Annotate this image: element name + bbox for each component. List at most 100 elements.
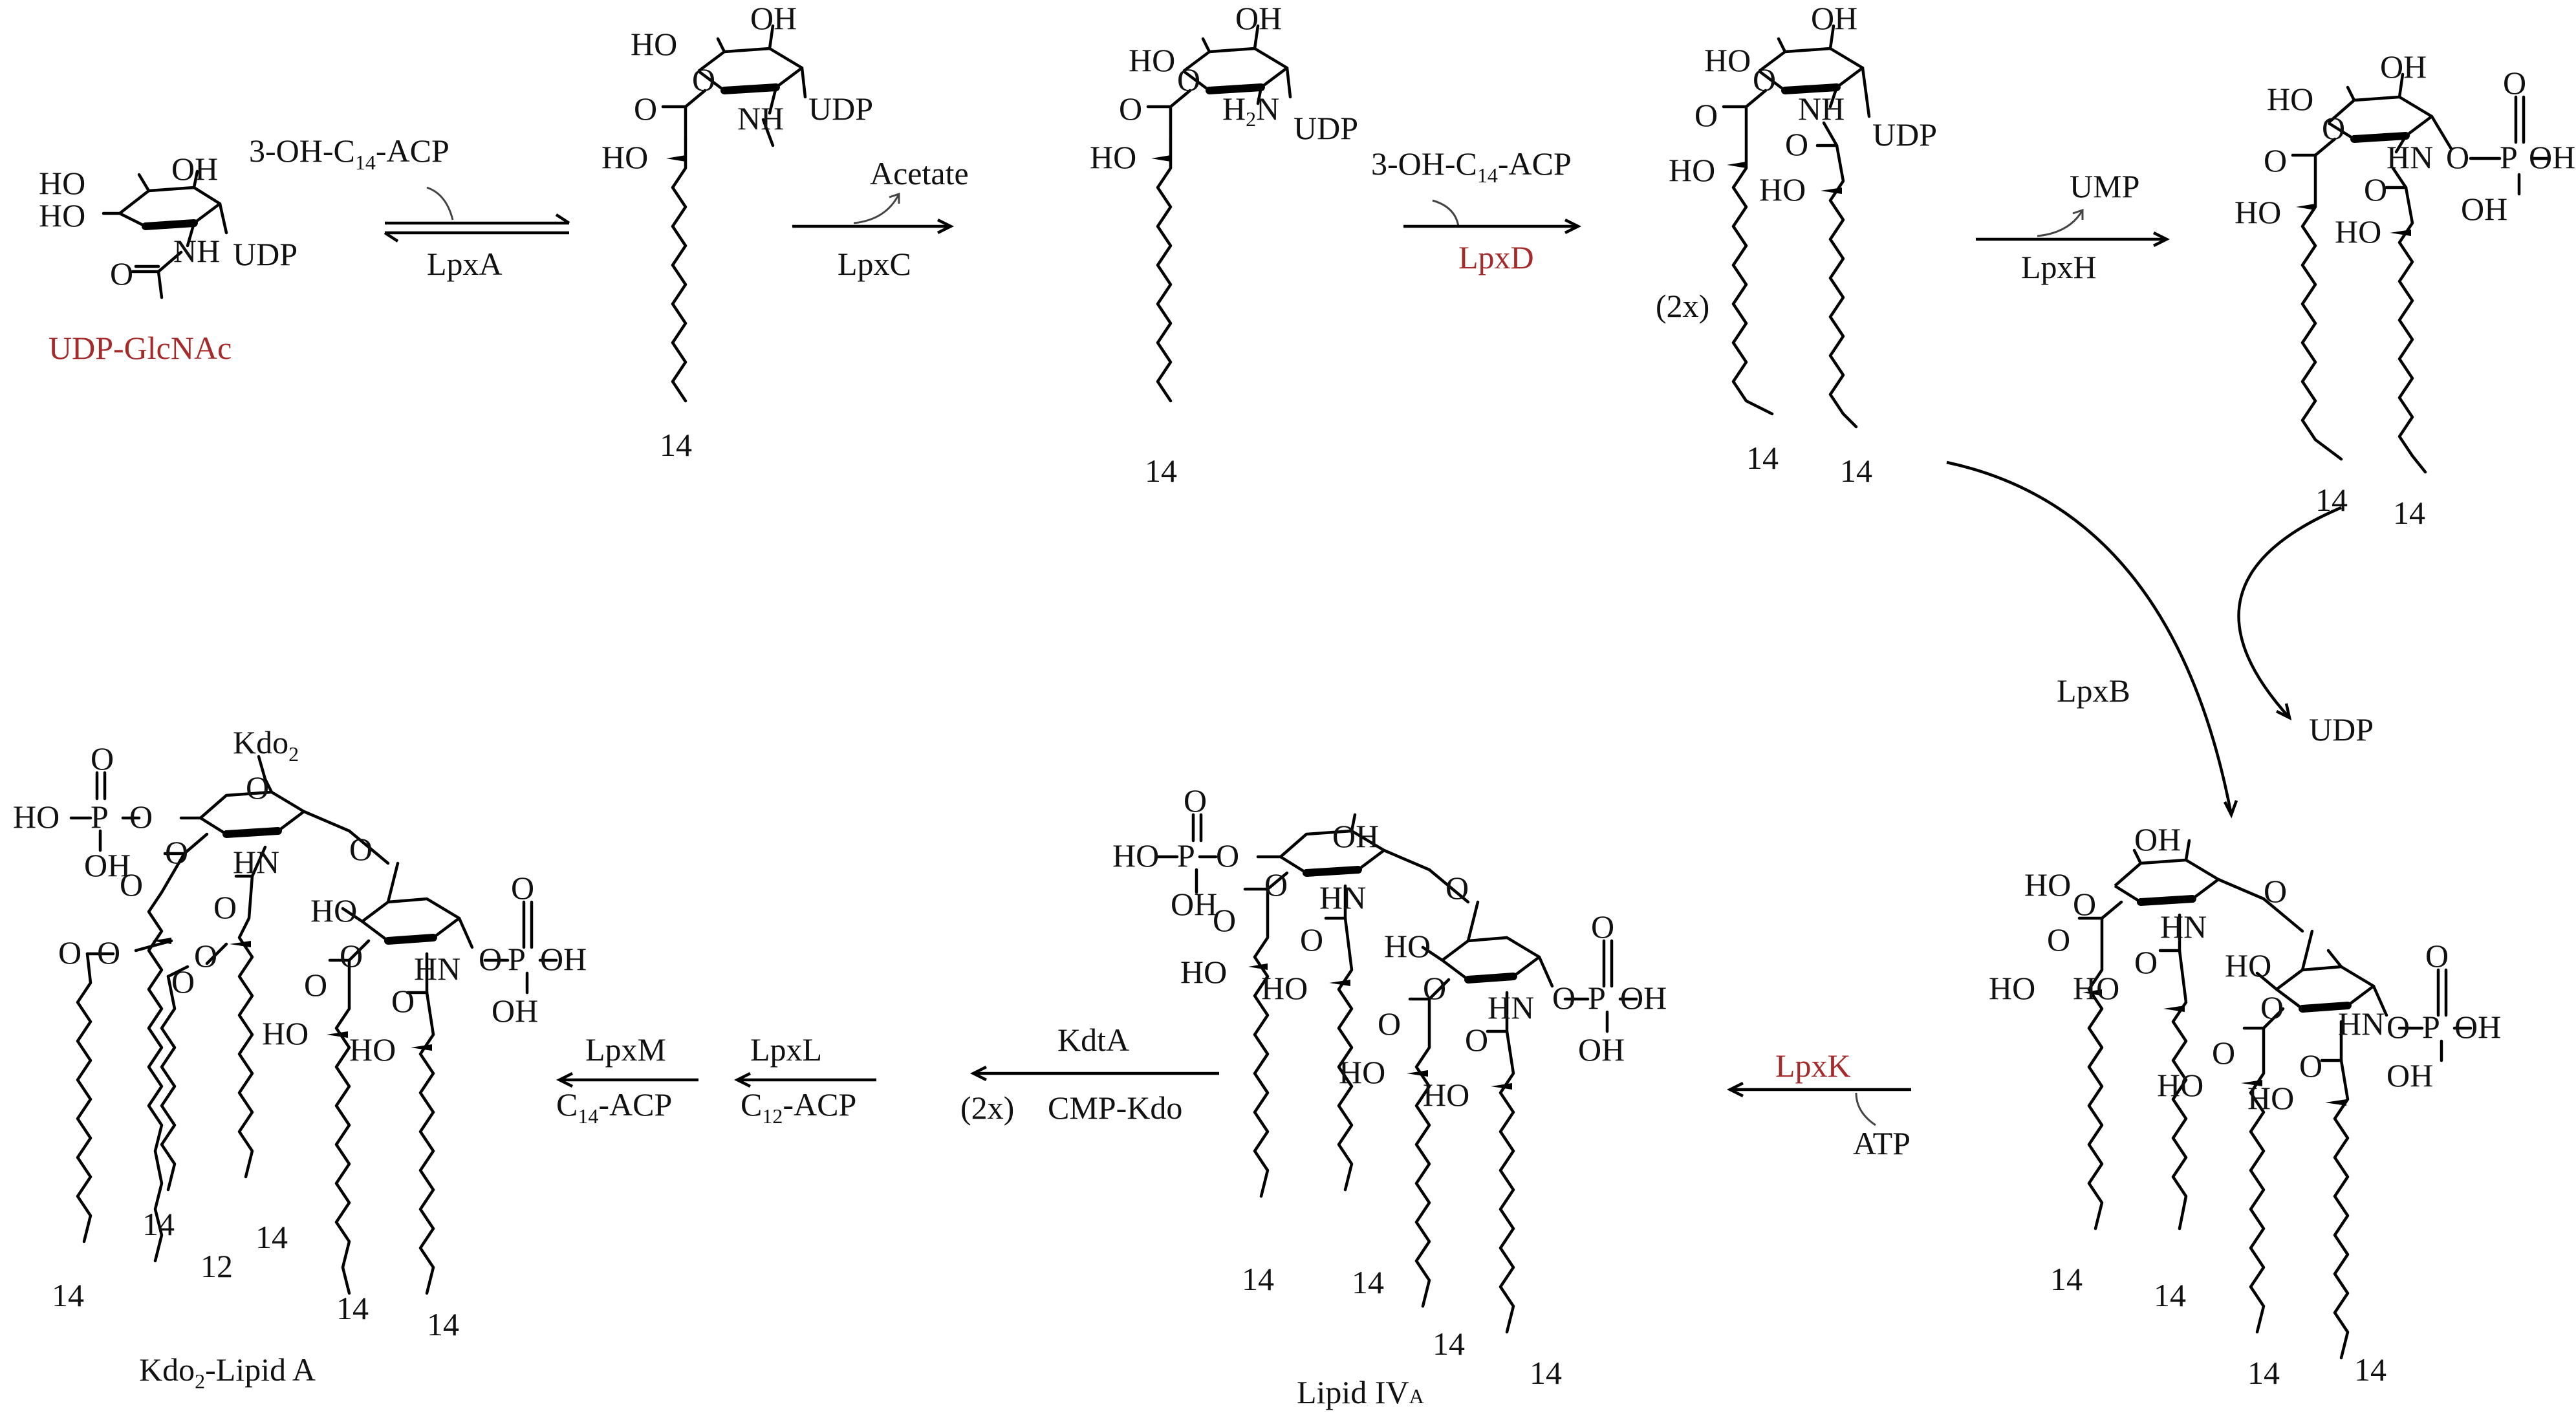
chain-length-14: 14 (255, 1219, 288, 1255)
label-o: O (2260, 989, 2284, 1026)
compound-name-udp-glcnac: UDP-GlcNAc (49, 330, 232, 366)
label-p: P (508, 941, 526, 977)
label-udp: UDP (233, 236, 298, 272)
label-ho: HO (2335, 213, 2381, 250)
label-ho: HO (1112, 837, 1159, 874)
label-o: O (2264, 142, 2287, 178)
label-p: P (1588, 980, 1606, 1016)
svg-text:3-OH-C14-ACP: 3-OH-C14-ACP (1371, 145, 1572, 187)
chain-length-14: 14 (2154, 1277, 2186, 1313)
label-oh: OH (2454, 1009, 2501, 1045)
step-lpxl: LpxL C12-ACP (733, 1031, 876, 1128)
label-ho: HO (39, 197, 85, 233)
label-o: O (120, 866, 143, 903)
label-ho: HO (2247, 1080, 2294, 1116)
label-o: O (97, 934, 120, 971)
label-o: O (246, 769, 269, 806)
label-ho: HO (631, 26, 677, 62)
label-o: O (129, 799, 153, 835)
compound-kdo2-lipid-a: Kdo2 O O HO P O OH O HN O O O O O O O HO… (13, 724, 587, 1393)
label-o: O (511, 870, 534, 906)
label-o: O (1552, 980, 1575, 1016)
label-oh: OH (2461, 191, 2507, 227)
enzyme-lpxa: LpxA (427, 246, 503, 282)
label-p: P (91, 799, 109, 835)
label-oh: OH (1235, 0, 1282, 36)
svg-text:3-OH-C14-ACP: 3-OH-C14-ACP (249, 133, 449, 174)
label-kdo2: Kdo2 (233, 724, 299, 766)
label-oh: OH (492, 993, 538, 1029)
label-ho: HO (2225, 947, 2271, 984)
compound-udp-glcnac: HO HO OH NH UDP O UDP-GlcNAc (39, 151, 298, 366)
label-ho: HO (2073, 970, 2119, 1006)
label-oh: OH (2529, 139, 2575, 175)
label-ho: HO (310, 892, 357, 929)
label-oh: OH (2380, 48, 2427, 85)
label-ho: HO (1384, 928, 1431, 964)
label-o: O (1423, 970, 1446, 1006)
label-o: O (2425, 938, 2449, 974)
label-ho: HO (1704, 42, 1751, 78)
label-hn: HN (414, 951, 460, 987)
label-o: O (2322, 110, 2345, 146)
label-oh: OH (1620, 980, 1667, 1016)
label-udp: UDP (808, 91, 873, 127)
chain-length-14: 14 (1530, 1355, 1562, 1391)
reagent-cmp-kdo: CMP-Kdo (1048, 1090, 1182, 1126)
label-o: O (110, 255, 133, 292)
label-o: O (391, 983, 415, 1019)
label-o: O (479, 941, 502, 977)
label-p: P (2500, 139, 2518, 175)
label-o: O (171, 963, 195, 1000)
label-o: O (213, 889, 237, 925)
enzyme-lpxl: LpxL (750, 1031, 822, 1068)
chain-length-14: 14 (1840, 453, 1872, 489)
label-oh: OH (171, 151, 218, 187)
label-o: O (2446, 139, 2469, 175)
label-o: O (2503, 65, 2526, 101)
label-o: O (2073, 886, 2096, 922)
label-ho: HO (39, 165, 85, 201)
enzyme-lpxc: LpxC (838, 246, 911, 282)
label-o: O (1184, 782, 1207, 819)
label-o: O (91, 740, 114, 777)
byproduct-udp: UDP (2309, 711, 2374, 748)
label-udp: UDP (1293, 110, 1358, 146)
label-o: O (1213, 902, 1236, 938)
chain-length-14: 14 (1145, 453, 1177, 489)
label-o: O (2212, 1035, 2235, 1071)
label-ho: HO (349, 1031, 396, 1068)
label-ho: HO (1989, 970, 2035, 1006)
label-o: O (1753, 61, 1776, 98)
multiplier-2x: (2x) (1656, 288, 1709, 324)
label-hn: HN (2387, 139, 2433, 175)
chain-length-14: 14 (1242, 1261, 1274, 1297)
label-oh: OH (2387, 1057, 2433, 1093)
label-ho: HO (1669, 152, 1715, 188)
compound-udp-diacylglucosamine: HO OH O NH UDP O O HO HO (2x) 14 14 (1656, 0, 1937, 489)
enzyme-lpxk: LpxK (1775, 1048, 1851, 1084)
chain-length-14: 14 (1352, 1264, 1384, 1300)
compound-disaccharide-1-phosphate: HO OH O HN O O O HO HO HO O HN O O P OH … (1989, 821, 2501, 1391)
label-hn: HN (233, 844, 279, 880)
label-o: O (1264, 866, 1288, 903)
label-oh: OH (2134, 821, 2181, 857)
label-ho: HO (1261, 970, 1308, 1006)
label-hn: HN (2160, 909, 2207, 945)
label-o: O (58, 934, 81, 971)
label-ho: HO (1090, 139, 1136, 175)
step-kdta: KdtA (2x) CMP-Kdo (960, 1022, 1219, 1126)
label-oh: OH (84, 847, 131, 883)
label-o: O (2299, 1048, 2322, 1084)
label-o: O (2364, 171, 2387, 208)
chain-length-14: 14 (1746, 440, 1779, 476)
label-o: O (2134, 944, 2158, 980)
reagent-text: 3-OH-C (249, 133, 355, 169)
label-o: O (1785, 126, 1808, 162)
chain-length-14: 14 (660, 427, 692, 463)
label-o: O (1694, 97, 1718, 133)
enzyme-lpxm: LpxM (585, 1031, 666, 1068)
byproduct-acetate: Acetate (870, 155, 969, 191)
label-oh: OH (1578, 1031, 1625, 1068)
